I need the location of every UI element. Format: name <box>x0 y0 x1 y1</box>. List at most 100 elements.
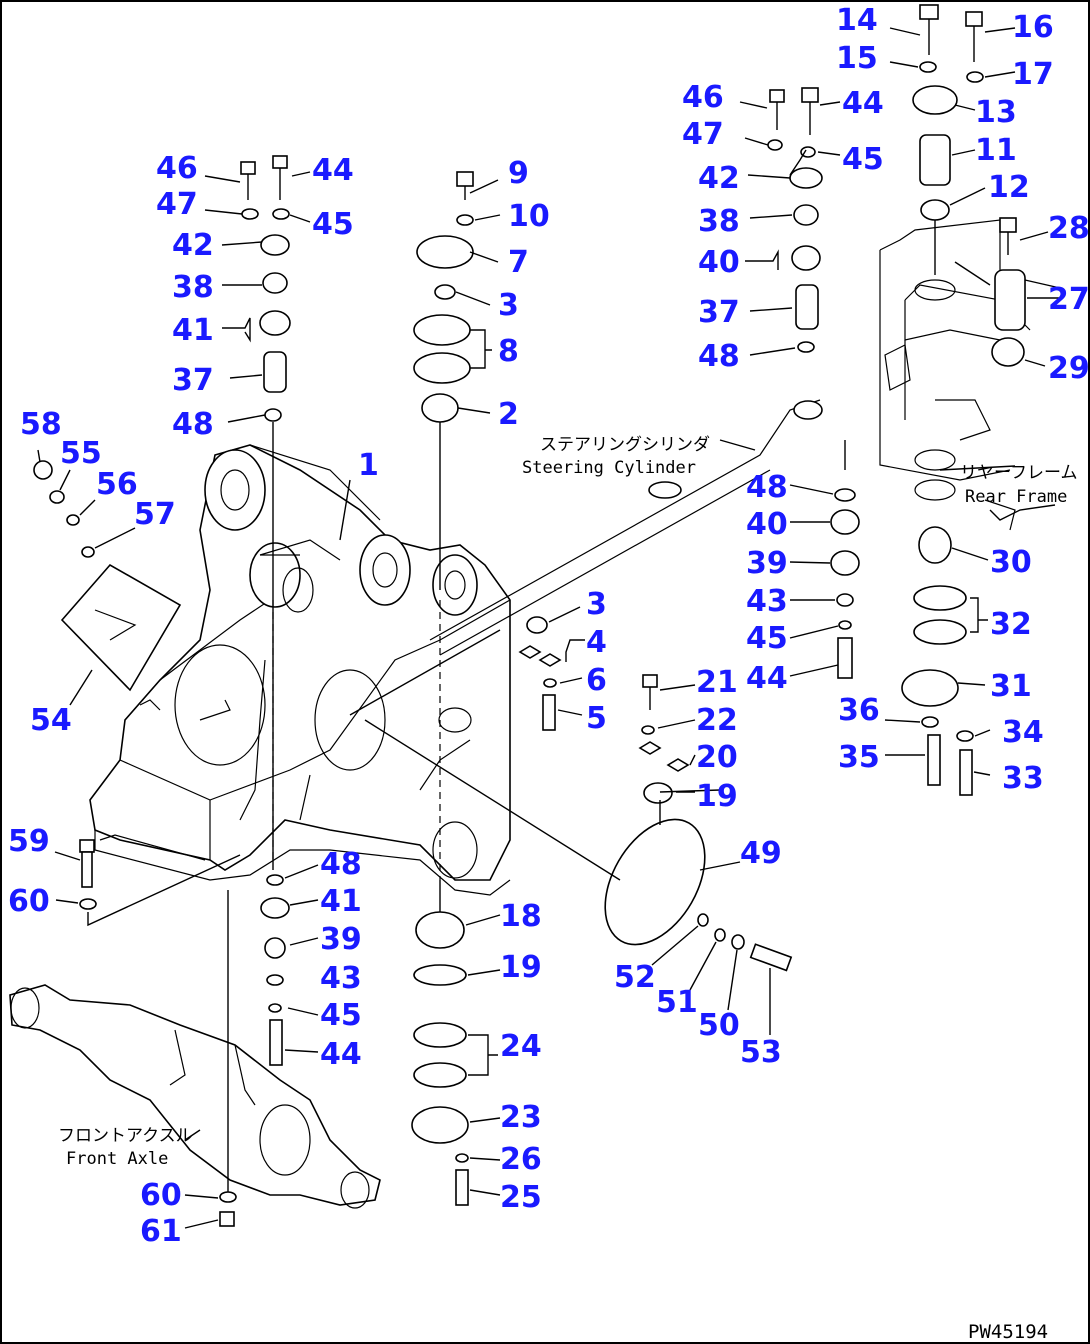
callout-14: 14 <box>836 3 878 38</box>
callout-20: 20 <box>696 740 738 775</box>
center-hardware-stack <box>413 171 474 423</box>
callout-58: 58 <box>20 407 62 442</box>
callout-19: 19 <box>500 950 542 985</box>
callout-34: 34 <box>1002 715 1044 750</box>
callout-44: 44 <box>746 661 788 696</box>
callout-29: 29 <box>1048 351 1090 386</box>
callout-17: 17 <box>1012 57 1054 92</box>
callout-21: 21 <box>696 665 738 700</box>
callout-26: 26 <box>500 1142 542 1177</box>
callout-32: 32 <box>990 607 1032 642</box>
callout-4: 4 <box>586 625 607 660</box>
callout-3: 3 <box>586 587 607 622</box>
callout-38: 38 <box>698 204 740 239</box>
callout-36: 36 <box>838 693 880 728</box>
callout-39: 39 <box>746 546 788 581</box>
callout-33: 33 <box>1002 761 1044 796</box>
callout-25: 25 <box>500 1180 542 1215</box>
callout-46: 46 <box>682 80 724 115</box>
callout-45: 45 <box>842 142 884 177</box>
steering-cylinder-label-jp: ステアリングシリンダ <box>540 435 710 455</box>
callout-43: 43 <box>320 961 362 996</box>
callout-27: 27 <box>1048 282 1090 317</box>
callout-30: 30 <box>990 545 1032 580</box>
callout-11: 11 <box>975 133 1017 168</box>
callout-7: 7 <box>508 245 529 280</box>
callout-9: 9 <box>508 156 529 191</box>
callout-50: 50 <box>698 1008 740 1043</box>
callout-44: 44 <box>312 153 354 188</box>
callout-51: 51 <box>656 985 698 1020</box>
callout-8: 8 <box>498 334 519 369</box>
breather-parts <box>33 460 95 558</box>
callout-48: 48 <box>172 407 214 442</box>
callout-22: 22 <box>696 703 738 738</box>
callout-3: 3 <box>498 288 519 323</box>
right-lower-hardware-stack <box>830 488 974 796</box>
callout-5: 5 <box>586 701 607 736</box>
callout-37: 37 <box>172 363 214 398</box>
callout-60: 60 <box>8 884 50 919</box>
callout-49: 49 <box>740 836 782 871</box>
front-axle <box>9 984 381 1209</box>
callout-43: 43 <box>746 584 788 619</box>
front-axle-label-jp: フロントアクスル <box>58 1126 193 1146</box>
callout-1: 1 <box>358 448 379 483</box>
callout-55: 55 <box>60 436 102 471</box>
callout-35: 35 <box>838 740 880 775</box>
callout-18: 18 <box>500 899 542 934</box>
rear-frame-label-jp: リヤーフレーム <box>960 463 1077 483</box>
callout-40: 40 <box>746 507 788 542</box>
callout-41: 41 <box>172 313 214 348</box>
callout-48: 48 <box>320 847 362 882</box>
callout-31: 31 <box>990 669 1032 704</box>
callout-24: 24 <box>500 1029 542 1064</box>
callout-47: 47 <box>682 117 724 152</box>
rear-frame-label-en: Rear Frame <box>965 487 1067 507</box>
callout-52: 52 <box>614 960 656 995</box>
callout-45: 45 <box>746 621 788 656</box>
callout-40: 40 <box>698 245 740 280</box>
callout-28: 28 <box>1048 211 1090 246</box>
callout-39: 39 <box>320 922 362 957</box>
annotation-labels: ステアリングシリンダ Steering Cylinder リヤーフレーム Rea… <box>58 435 1077 1343</box>
callout-48: 48 <box>698 339 740 374</box>
inspection-cover <box>604 818 793 972</box>
callout-42: 42 <box>698 161 740 196</box>
lower-left-hardware-stack <box>79 839 290 1227</box>
callout-59: 59 <box>8 824 50 859</box>
callout-47: 47 <box>156 187 198 222</box>
callout-54: 54 <box>30 703 72 738</box>
callout-41: 41 <box>320 884 362 919</box>
lower-center-hardware-stack <box>411 911 469 1206</box>
callout-16: 16 <box>1012 10 1054 45</box>
front-axle-label-en: Front Axle <box>66 1149 168 1169</box>
drawing-code: PW45194 <box>968 1321 1048 1343</box>
callout-45: 45 <box>320 998 362 1033</box>
callout-48: 48 <box>746 470 788 505</box>
callout-57: 57 <box>134 497 176 532</box>
callout-19: 19 <box>696 779 738 814</box>
callout-23: 23 <box>500 1100 542 1135</box>
callout-45: 45 <box>312 207 354 242</box>
steering-cylinder <box>429 399 823 656</box>
middle-hardware <box>518 616 690 804</box>
callout-61: 61 <box>140 1214 182 1249</box>
left-hardware-stack <box>240 155 291 422</box>
leader-lines <box>37 27 1061 1229</box>
callout-2: 2 <box>498 397 519 432</box>
steering-cylinder-label-en: Steering Cylinder <box>522 458 696 478</box>
front-frame-body <box>89 444 511 896</box>
callout-44: 44 <box>320 1037 362 1072</box>
callout-44: 44 <box>842 86 884 121</box>
cover-plate <box>60 563 182 692</box>
callout-53: 53 <box>740 1035 782 1070</box>
callout-15: 15 <box>836 41 878 76</box>
callout-13: 13 <box>975 95 1017 130</box>
callout-37: 37 <box>698 295 740 330</box>
callout-60: 60 <box>140 1178 182 1213</box>
callout-38: 38 <box>172 270 214 305</box>
callout-46: 46 <box>156 151 198 186</box>
